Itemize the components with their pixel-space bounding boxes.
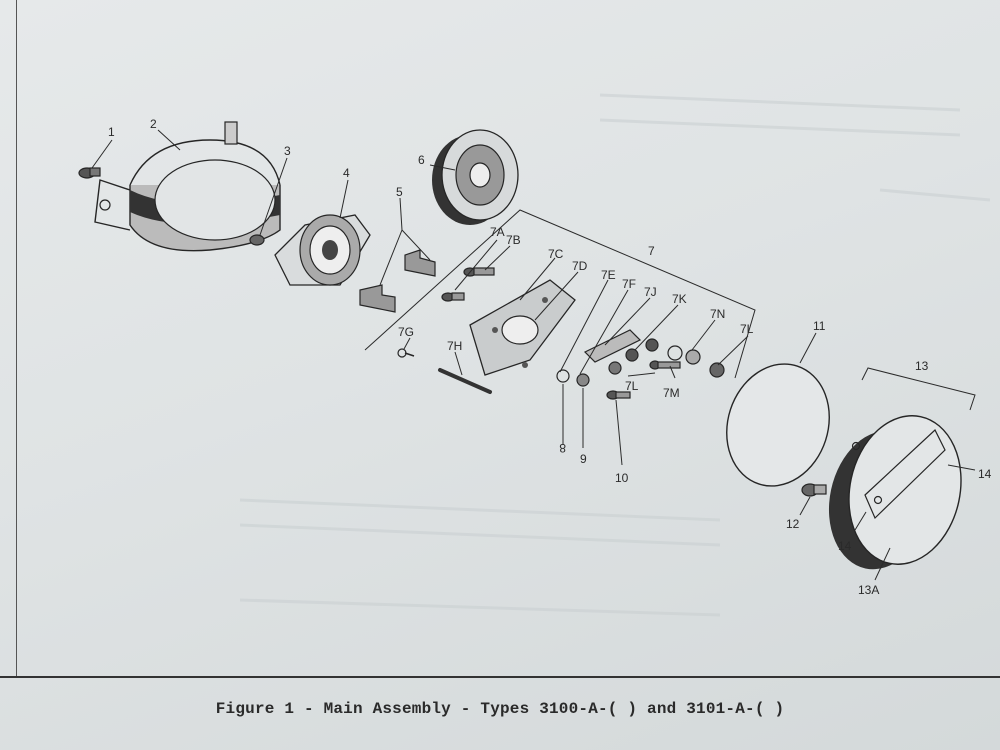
callout-7l-right: 7L (740, 322, 754, 336)
callout-7e: 7E (601, 268, 616, 282)
callout-10: 10 (615, 471, 629, 485)
part-7m-screw (649, 360, 681, 370)
callout-9: 9 (580, 452, 587, 466)
callout-3: 3 (284, 144, 291, 158)
callout-6: 6 (418, 153, 425, 167)
group-13-bracket (861, 367, 976, 411)
part-8-washer (556, 369, 570, 383)
callout-13: 13 (915, 359, 929, 373)
part-12-screw (801, 483, 827, 497)
part-13-bezel-cover (828, 415, 962, 570)
callout-7m: 7M (663, 386, 680, 400)
bleed-through-text (239, 93, 991, 617)
page-margin-line (16, 0, 17, 676)
callout-7g: 7G (398, 325, 414, 339)
callout-7f: 7F (622, 277, 636, 291)
part-5-brackets (359, 249, 436, 313)
callout-11: 11 (813, 319, 826, 333)
callout-12: 12 (786, 517, 800, 531)
callout-7n: 7N (710, 307, 725, 321)
callout-14-left: 14 (838, 539, 852, 553)
callout-5: 5 (396, 185, 403, 199)
callout-7a: 7A (490, 225, 505, 239)
part-7d-base-plate (469, 279, 576, 376)
figure-caption: Figure 1 - Main Assembly - Types 3100-A-… (215, 700, 785, 718)
callout-7k: 7K (672, 292, 687, 306)
callout-7h: 7H (447, 339, 462, 353)
leader-lines (91, 129, 976, 581)
callout-7d: 7D (572, 259, 588, 273)
callout-7j: 7J (644, 285, 657, 299)
callout-7b: 7B (506, 233, 521, 247)
part-7b-screw (463, 267, 495, 277)
part-7j-strip (583, 329, 642, 363)
part-6-drum (432, 129, 519, 225)
part-10-screw (606, 390, 631, 400)
callout-8: 8 (559, 441, 566, 455)
part-7h-shaft (438, 368, 492, 394)
callout-13a: 13A (858, 583, 879, 597)
callout-4: 4 (343, 166, 350, 180)
part-1-screw (78, 167, 101, 179)
part-7k-nuts (608, 338, 725, 378)
part-7g-pin (397, 348, 415, 358)
callout-7: 7 (648, 244, 655, 258)
callout-1: 1 (108, 125, 115, 139)
part-7a-screw (441, 292, 465, 302)
callout-14-right: 14 (978, 467, 992, 481)
part-9-lockwasher (576, 373, 590, 387)
callout-7l-left: 7L (625, 379, 639, 393)
callout-labels: 1 2 3 4 5 6 7 7A 7B 7C 7D 7E 7F 7J 7K 7N… (108, 117, 992, 597)
caption-rule (0, 676, 1000, 678)
part-11-glass (726, 363, 830, 487)
part-3-nut (249, 234, 265, 246)
part-4-dial-plate (274, 214, 371, 286)
callout-7c: 7C (548, 247, 564, 261)
group-7-outline (364, 209, 756, 379)
callout-2: 2 (150, 117, 157, 131)
part-2-mounting-band (94, 121, 281, 252)
